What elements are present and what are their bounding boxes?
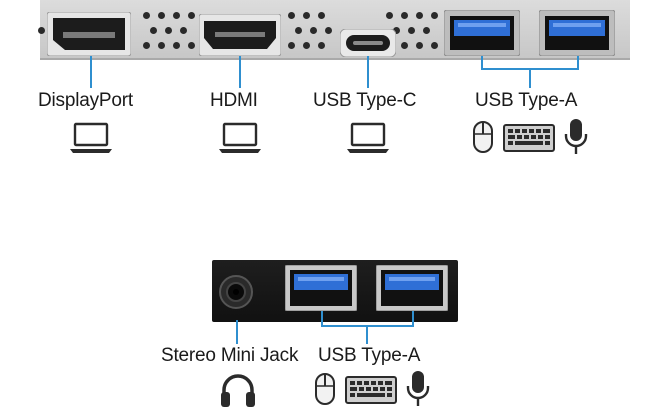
keyboard-icon (345, 376, 397, 404)
stereo-mini-jack-port (218, 274, 254, 310)
connector-line-usb-c (367, 56, 369, 88)
usb-a-port-4 (376, 265, 448, 311)
laptop-icon (69, 122, 113, 154)
label-usb-type-a-bottom: USB Type-A (318, 345, 420, 367)
connector-line-displayport (90, 56, 92, 88)
laptop-icon (218, 122, 262, 154)
usb-a-port-1 (444, 10, 520, 56)
usb-a-port-2 (539, 10, 615, 56)
label-usb-type-c: USB Type-C (313, 90, 416, 112)
laptop-icon (346, 122, 390, 154)
microphone-icon (564, 118, 588, 156)
hdmi-port (199, 14, 281, 56)
keyboard-icon (503, 124, 555, 152)
headphones-icon (219, 372, 257, 408)
connector-line-stereo-jack (236, 320, 238, 344)
connector-line-usb-a (529, 68, 531, 88)
microphone-icon (406, 370, 430, 408)
mouse-icon (472, 120, 494, 154)
label-hdmi: HDMI (210, 90, 258, 112)
displayport-port (47, 12, 131, 56)
usb-a-port-3 (285, 265, 357, 311)
label-displayport: DisplayPort (38, 90, 133, 112)
label-usb-type-a: USB Type-A (475, 90, 577, 112)
connector-line-hdmi (239, 56, 241, 88)
label-stereo-mini-jack: Stereo Mini Jack (161, 345, 298, 367)
usb-c-port (340, 29, 396, 57)
mouse-icon (314, 372, 336, 406)
connector-line-usb-a-bottom (366, 325, 368, 344)
